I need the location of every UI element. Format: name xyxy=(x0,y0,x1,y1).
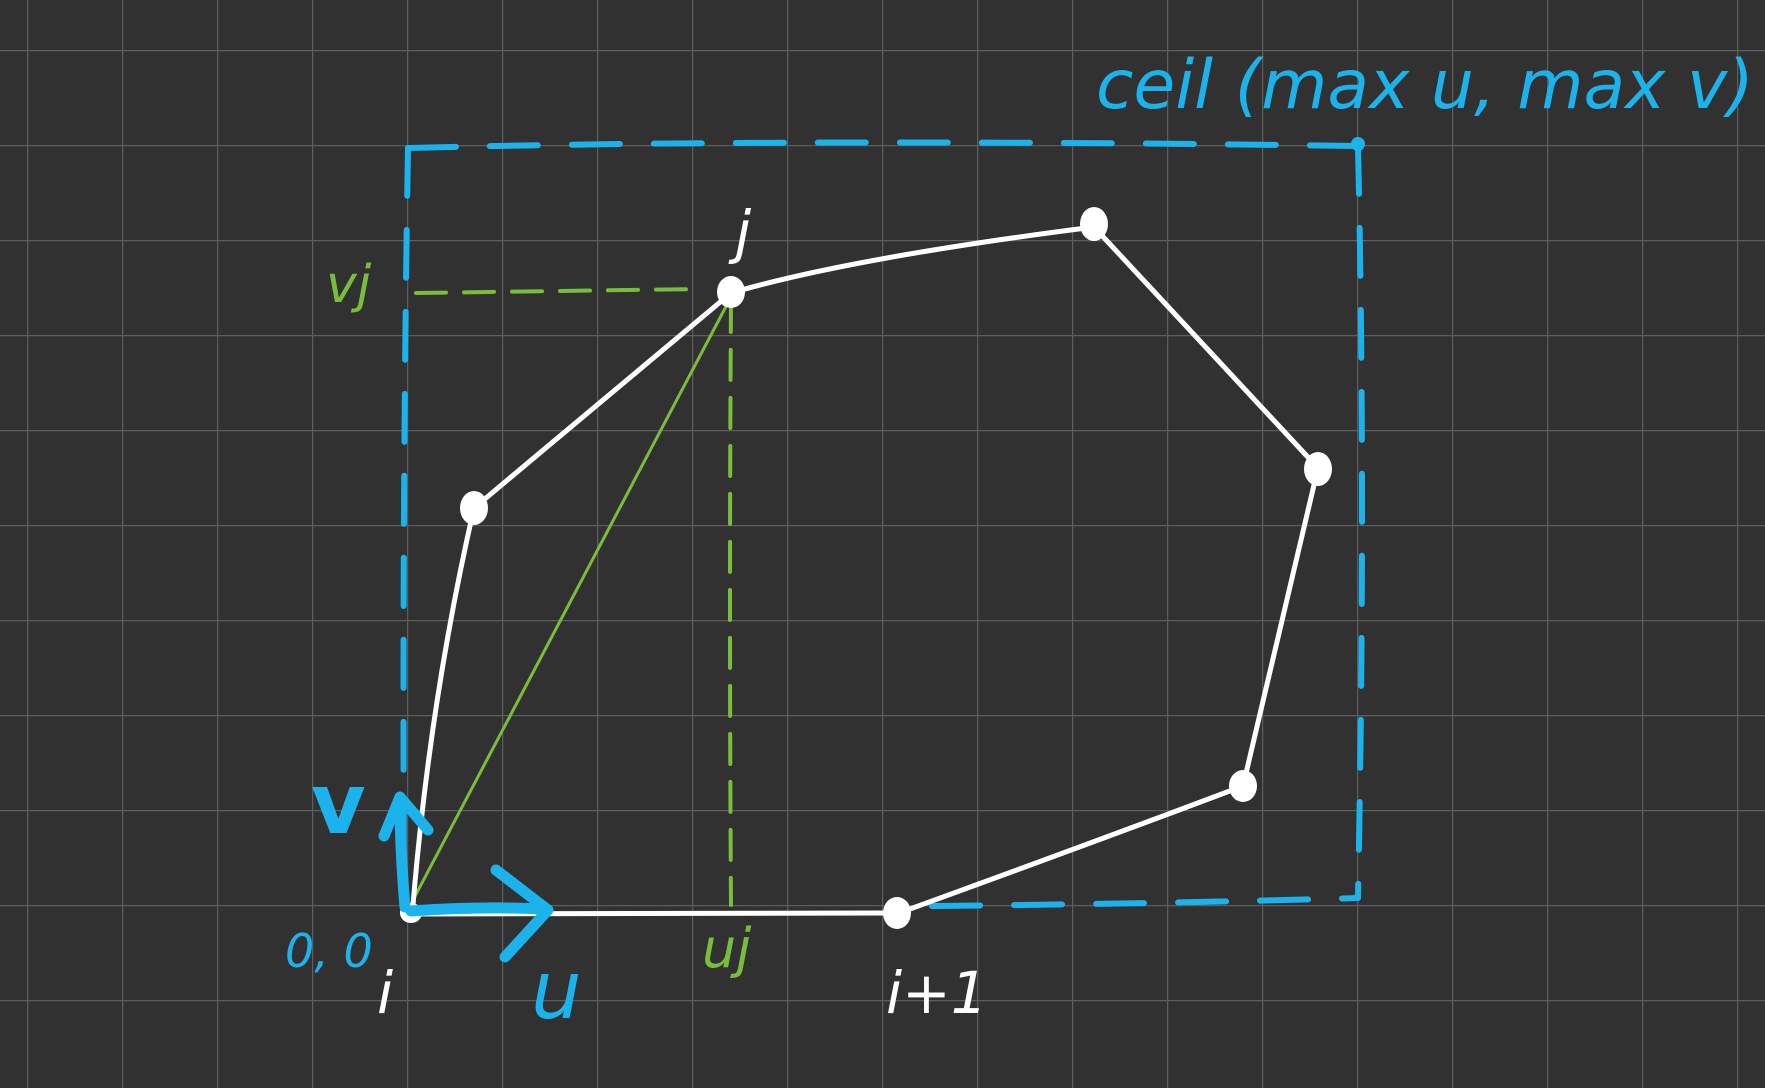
coord-vj-label: vj xyxy=(326,255,372,315)
bounds-label: ceil (max u, max v) xyxy=(1096,46,1754,125)
v-axis-arrow xyxy=(394,794,411,913)
vj-dashed-line xyxy=(414,287,702,295)
bounding-box-corner xyxy=(1351,137,1365,151)
vertex-point xyxy=(1229,770,1257,802)
bounding-box xyxy=(400,139,1365,909)
vertex-i-label: i xyxy=(377,959,393,1027)
uj-dashed-line xyxy=(728,300,733,907)
polygon xyxy=(410,224,1321,917)
vertex-point xyxy=(1304,452,1332,486)
vertex-point xyxy=(460,491,488,525)
vertex-i-plus-1-label: i+1 xyxy=(886,959,988,1027)
bounding-box-top xyxy=(405,139,1361,151)
v-axis-arrowhead xyxy=(378,791,434,842)
vertex-point xyxy=(883,897,911,929)
vertex-point xyxy=(717,276,745,308)
u-axis-arrowhead xyxy=(490,864,554,963)
bounding-box-right xyxy=(1355,143,1365,901)
u-axis-arrow xyxy=(405,902,552,917)
origin-label: 0, 0 xyxy=(285,924,373,978)
axis-v-label: v xyxy=(311,755,366,853)
axis-u-label: u xyxy=(531,944,582,1037)
bounding-box-left xyxy=(400,145,411,908)
projection-lines xyxy=(411,287,733,907)
diagonal-i-j xyxy=(411,295,733,902)
axis-arrows xyxy=(378,791,554,963)
coord-uj-label: uj xyxy=(702,917,751,980)
polygon-vertices xyxy=(400,207,1332,929)
vertex-point xyxy=(1080,207,1108,241)
bounding-box-bottom xyxy=(929,895,1361,909)
